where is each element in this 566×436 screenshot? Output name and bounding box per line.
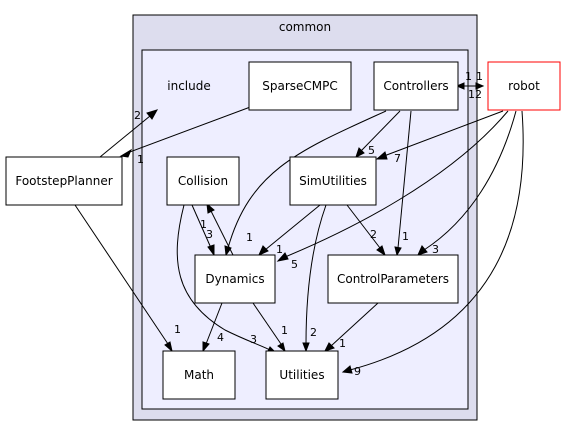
edge-label-dynamics-utilities: 1 [281, 324, 288, 337]
edge-ctrlparams-utilities [330, 302, 379, 347]
edge-label-footstep-math: 1 [174, 323, 181, 336]
edge-arrow [202, 341, 210, 353]
edge-dynamics-math [205, 302, 223, 345]
edge-label-dynamics-math: 4 [217, 331, 224, 344]
edge-arrow [355, 147, 365, 158]
edge-label-sparse-footstep: 1 [137, 153, 144, 166]
node-math-label: Math [184, 368, 214, 382]
edge-arrow [394, 246, 402, 257]
edge-robot-dynamics [284, 110, 509, 258]
edge-label-footstep-include: 2 [134, 109, 141, 122]
node-footstep-planner[interactable]: FootstepPlanner [5, 156, 123, 206]
edge-label-controllers-robot: 12 [468, 88, 482, 101]
edge-arrow [164, 341, 173, 353]
edge-label-controllers-sim: 5 [368, 144, 375, 157]
edge-arrow [475, 82, 485, 90]
edge-footstep-math [74, 204, 169, 345]
node-sim-utilities-label: SimUtilities [299, 174, 367, 188]
edge-arrow [376, 245, 386, 257]
edge-label-sim-utilities: 2 [310, 326, 317, 339]
node-sim-utilities[interactable]: SimUtilities [289, 156, 377, 206]
edge-label-robot-utilities: 9 [354, 365, 361, 378]
edge-arrow [455, 82, 465, 90]
edge-arrow [341, 365, 353, 374]
node-utilities[interactable]: Utilities [265, 350, 339, 400]
edge-arrow [206, 202, 215, 214]
node-footstep-planner-label: FootstepPlanner [15, 174, 112, 188]
node-control-parameters-label: ControlParameters [337, 272, 449, 286]
edge-controllers-sim [360, 110, 401, 152]
edge-arrow [119, 148, 133, 158]
edge-arrow [258, 245, 269, 256]
node-dynamics-label: Dynamics [205, 272, 264, 286]
edge-robot-sim [383, 110, 504, 157]
edge-footstep-include [99, 115, 151, 158]
edge-collision-dynamics [191, 204, 212, 249]
edge-sim-utilities [305, 204, 327, 345]
edge-label-robot-controllers-a: 1 [465, 70, 472, 83]
edge-arrow [417, 245, 428, 256]
node-robot-label: robot [508, 79, 540, 93]
node-dynamics[interactable]: Dynamics [194, 254, 276, 304]
edge-arrow [224, 245, 232, 257]
node-utilities-label: Utilities [279, 368, 324, 382]
edge-label-robot-sim: 7 [394, 152, 401, 165]
edge-label-sim-dynamics: 1 [276, 243, 283, 256]
node-controllers-label: Controllers [383, 79, 448, 93]
edge-label-controllers-dynamics: 1 [246, 231, 253, 244]
node-controllers[interactable]: Controllers [373, 61, 459, 111]
edge-label-robot-dynamics: 5 [291, 258, 298, 271]
edge-label-sim-ctrlparams: 2 [370, 228, 377, 241]
node-sparse-cmpc-label: SparseCMPC [262, 79, 338, 93]
edge-controllers-ctrlparams [397, 110, 412, 249]
edge-label-dynamics-collision: 1 [200, 218, 207, 231]
node-collision-label: Collision [178, 174, 228, 188]
node-sparse-cmpc[interactable]: SparseCMPC [248, 61, 352, 111]
edge-label-ctrlparams-utilities: 1 [339, 337, 346, 350]
edge-arrow [302, 342, 310, 353]
cluster-common-label: common [279, 20, 331, 34]
edge-arrow [276, 252, 289, 262]
edge-collision-utilities [176, 204, 271, 351]
edge-robot-ctrlparams [423, 110, 517, 251]
edge-arrow [375, 151, 388, 160]
edge-dynamics-utilities [252, 302, 282, 345]
node-math[interactable]: Math [162, 350, 236, 400]
edge-label-collision-utilities: 3 [250, 333, 257, 346]
edge-sim-ctrlparams [346, 204, 381, 249]
edge-label-collision-dynamics: 3 [206, 228, 213, 241]
edge-label-controllers-ctrlparams: 1 [402, 230, 409, 243]
edge-sparse-footstep [126, 105, 254, 154]
edge-label-robot-controllers-b: 1 [476, 70, 483, 83]
edge-robot-utilities [349, 110, 524, 371]
node-collision[interactable]: Collision [166, 156, 240, 206]
edge-arrow [146, 109, 159, 120]
node-control-parameters[interactable]: ControlParameters [327, 254, 459, 304]
edge-sim-dynamics [264, 204, 321, 251]
edge-arrow [277, 342, 286, 353]
edge-arrow [207, 244, 215, 257]
node-robot[interactable]: robot [487, 61, 561, 111]
cluster-include-label[interactable]: include [167, 79, 210, 93]
edge-controllers-dynamics [227, 110, 387, 249]
edge-label-robot-ctrlparams: 3 [432, 243, 439, 256]
edge-arrow [324, 342, 335, 352]
